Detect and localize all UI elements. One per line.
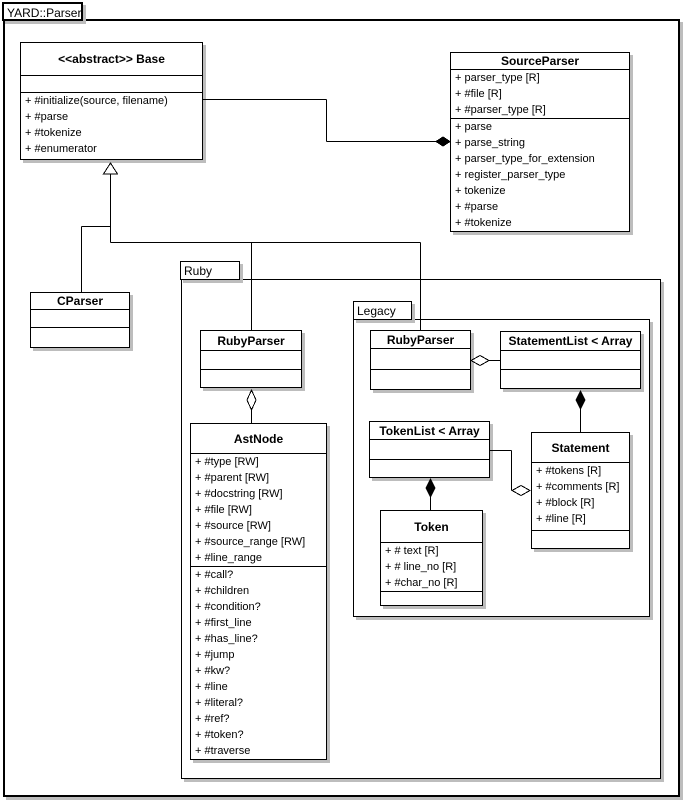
class-title-statement: Statement [551, 440, 610, 455]
class-attributes-legacy-rubyparser [371, 348, 470, 369]
member-row: + #docstring [RW] [195, 488, 283, 500]
member-row: + #block [R] [536, 497, 595, 509]
member-row: + register_parser_type [455, 169, 566, 181]
member-row: + parse_string [455, 137, 526, 149]
class-methods-ruby-rubyparser [201, 369, 301, 387]
class-title-token: Token [414, 519, 449, 534]
class-attributes-astnode: + #type [RW] + #parent [RW] + #docstring [… [191, 453, 326, 566]
member-row: + #has_line? [195, 633, 258, 645]
package-tab-yard-parser: YARD::Parser [2, 2, 83, 21]
class-box-statementlist: StatementList < Array [500, 331, 641, 389]
member-row: + #tokenize [25, 127, 82, 139]
class-methods-statement [532, 530, 629, 548]
class-methods-sourceparser: + parse + parse_string + parser_type_for_e… [451, 118, 629, 231]
member-row: + #file [R] [455, 88, 502, 100]
member-row: + #first_line [195, 617, 252, 629]
member-row: + #source [RW] [195, 520, 271, 532]
class-title-tokenlist: TokenList < Array [379, 423, 480, 438]
member-row: + #source_range [RW] [195, 536, 306, 548]
class-attributes-statementlist [501, 350, 640, 369]
class-box-statement: Statement + #tokens [R]+ #comments [R]+ … [531, 432, 630, 549]
package-label-yard-parser: YARD::Parser [7, 6, 82, 20]
class-title-astnode: AstNode [233, 431, 284, 446]
class-attributes-tokenlist [370, 439, 489, 459]
class-box-base: <<abstract>> Base + #initialize(source, … [20, 42, 203, 160]
member-row: + #parent [RW] [195, 472, 270, 484]
class-box-sourceparser: SourceParser + parser_type [R] + #file [R… [450, 52, 630, 232]
class-methods-tokenlist [370, 459, 489, 477]
class-methods-legacy-rubyparser [371, 369, 470, 389]
member-row: + parse [455, 121, 492, 133]
member-row: + #line [195, 681, 228, 693]
class-methods-token [381, 591, 482, 605]
member-row: + #comments [R] [536, 481, 620, 493]
member-row: + #type [RW] [195, 456, 259, 468]
member-row: + parser_type_for_extension [455, 153, 595, 165]
class-methods-statementlist [501, 369, 640, 388]
member-row: + #parse [25, 111, 69, 123]
member-row: + parser_type [R] [455, 72, 540, 84]
class-title-sourceparser: SourceParser [500, 54, 580, 68]
class-attributes-token: + # text [R] + # line_no [R] + #char_no [R… [381, 542, 482, 591]
member-row: + # line_no [R] [385, 561, 457, 573]
member-row: + #literal? [195, 697, 244, 709]
class-attributes-statement: + #tokens [R] + #comments [R] + #block [R]… [532, 462, 629, 530]
member-row: + #parse [455, 201, 499, 213]
member-row: + #traverse [195, 745, 251, 757]
class-attributes-sourceparser: + parser_type [R] + #file [R] + #parser_ty… [451, 69, 629, 118]
member-row: + #file [RW] [195, 504, 252, 516]
member-row: + #tokenize [455, 217, 512, 229]
class-methods-base: + #initialize(source, filename) + #parse +… [21, 92, 202, 159]
member-row: + #jump [195, 649, 235, 661]
member-row: + tokenize [455, 185, 506, 197]
class-methods-astnode: + #call? + #children + #condition? + #first… [191, 566, 326, 759]
member-row: + #line [R] [536, 513, 586, 525]
member-row: + #token? [195, 729, 244, 741]
class-box-astnode: AstNode + #type [RW] + #parent [RW] + #doc… [190, 423, 327, 760]
class-title-statementlist: StatementList < Array [508, 334, 633, 348]
class-attributes-cparser [31, 309, 129, 327]
member-row: + #parser_type [R] [455, 104, 546, 116]
class-title-base: <<abstract>> Base [58, 52, 165, 66]
class-box-tokenlist: TokenList < Array [369, 421, 490, 478]
member-row: + #call? [195, 569, 234, 581]
member-row: + #initialize(source, filename) [25, 95, 168, 107]
member-row: + #char_no [R] [385, 577, 458, 589]
member-row: + #tokens [R] [536, 465, 602, 477]
package-tab-ruby: Ruby [180, 261, 240, 280]
member-row: + # text [R] [385, 545, 439, 557]
member-row: + #enumerator [25, 143, 97, 155]
class-box-token: Token + # text [R] + # line_no [R] + #char… [380, 510, 483, 606]
member-row: + #children [195, 585, 250, 597]
package-tab-legacy: Legacy [353, 301, 412, 320]
member-row: + #line_range [195, 552, 262, 564]
class-box-ruby-rubyparser: RubyParser [200, 330, 302, 388]
class-title-cparser: CParser [56, 294, 104, 308]
member-row: + #ref? [195, 713, 230, 725]
class-methods-cparser [31, 327, 129, 347]
class-box-cparser: CParser [30, 292, 130, 348]
class-title-ruby-rubyparser: RubyParser [217, 333, 285, 348]
member-row: + #kw? [195, 665, 231, 677]
class-title-legacy-rubyparser: RubyParser [386, 332, 455, 347]
package-label-ruby: Ruby [184, 264, 213, 278]
class-box-legacy-rubyparser: RubyParser [370, 330, 471, 390]
package-label-legacy: Legacy [357, 304, 396, 318]
member-row: + #condition? [195, 601, 261, 613]
class-attributes-ruby-rubyparser [201, 350, 301, 369]
class-attributes-base [21, 75, 202, 92]
